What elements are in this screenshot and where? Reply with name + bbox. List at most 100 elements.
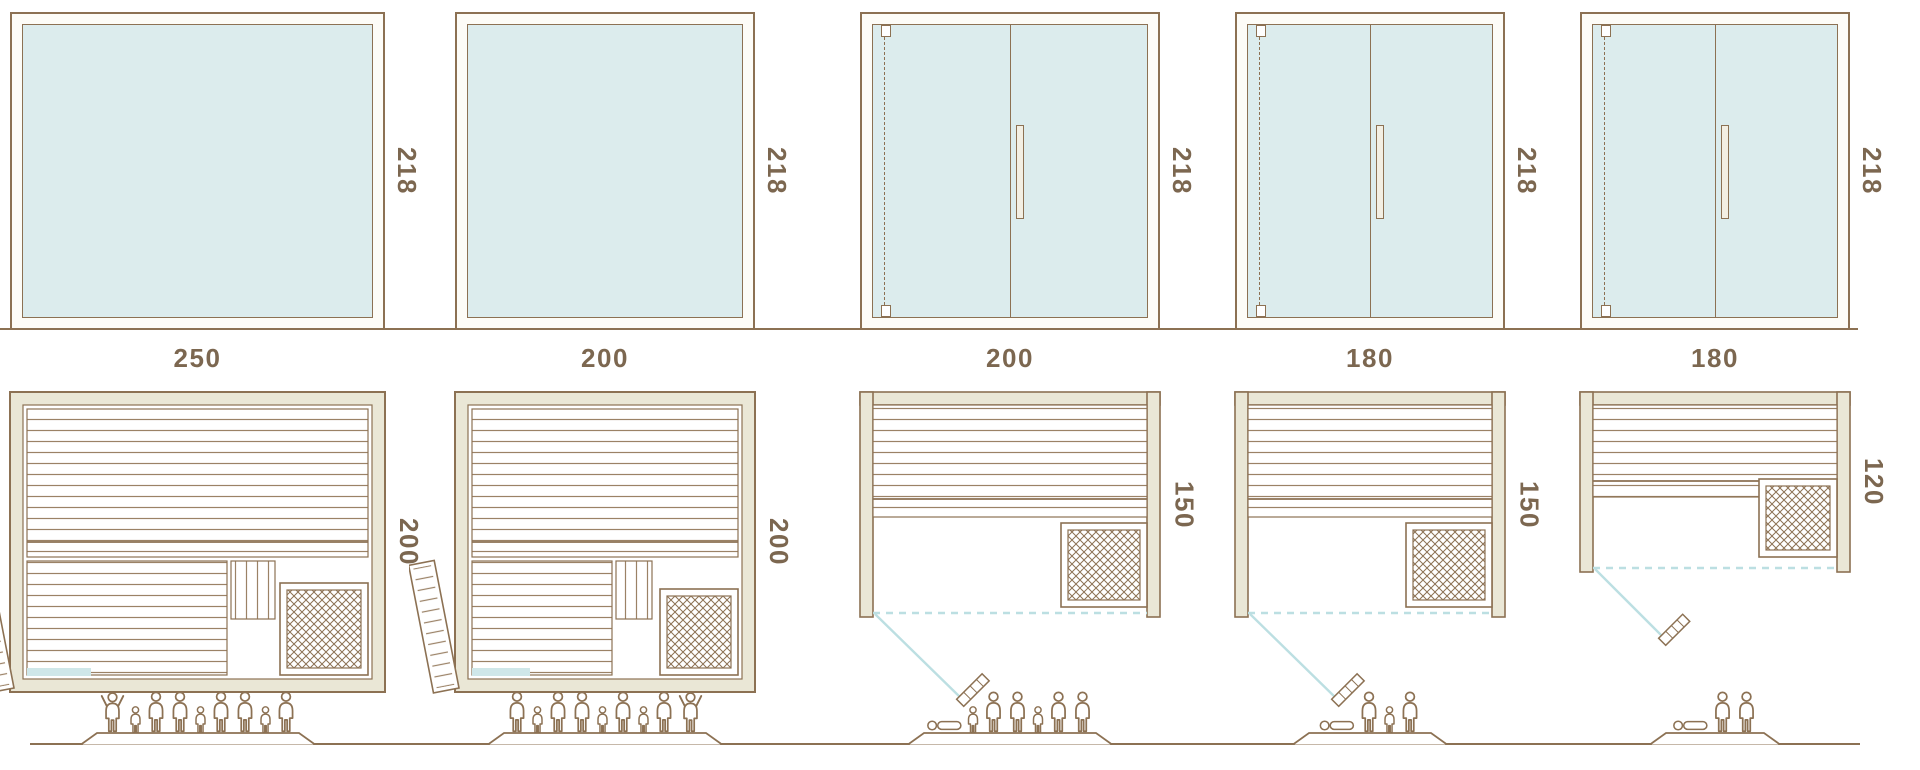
capacity-podium <box>487 732 723 745</box>
person-reclining-icon <box>1673 718 1709 733</box>
width-dimension: 180 <box>1346 343 1394 373</box>
door-hinge-dashed-line <box>1604 27 1605 315</box>
door-handle <box>1721 125 1729 219</box>
capacity-group <box>507 690 704 733</box>
person-adult-icon <box>234 691 255 733</box>
person-child-icon <box>531 706 545 733</box>
capacity-podium <box>1292 732 1448 745</box>
door-hinge-bottom-icon <box>881 305 891 317</box>
double-glass-door <box>1247 24 1493 318</box>
door-threshold-accent <box>27 668 91 676</box>
person-adult-icon <box>1072 691 1093 733</box>
person-arms-up-icon <box>99 690 125 733</box>
width-dimension: 200 <box>581 343 629 373</box>
door-leaf-icon <box>955 672 991 708</box>
front-elevation <box>1580 12 1850 330</box>
height-dimension: 218 <box>392 147 422 195</box>
front-elevation <box>860 12 1160 330</box>
open-door-leaf <box>409 559 460 694</box>
capacity-podium <box>1649 732 1781 745</box>
floor-plan <box>409 391 756 694</box>
person-child-icon <box>128 706 142 733</box>
person-adult-icon <box>1736 691 1757 733</box>
width-dimension: 200 <box>986 343 1034 373</box>
person-child-icon <box>637 706 651 733</box>
person-adult-icon <box>1007 691 1028 733</box>
width-dimension: 180 <box>1691 343 1739 373</box>
door-swing-line <box>1249 613 1339 701</box>
height-dimension: 218 <box>762 147 792 195</box>
person-adult-icon <box>983 691 1004 733</box>
door-leaf-icon <box>1330 672 1366 708</box>
person-adult-icon <box>145 691 166 733</box>
person-adult-icon <box>572 691 593 733</box>
person-adult-icon <box>1712 691 1733 733</box>
glass-panel <box>22 24 373 318</box>
person-child-icon <box>258 706 272 733</box>
person-adult-icon <box>169 691 190 733</box>
door-split-line <box>1370 25 1371 317</box>
door-split-line <box>1010 25 1011 317</box>
door-hinge-dashed-line <box>884 27 885 315</box>
capacity-group <box>99 690 296 733</box>
double-glass-door <box>1592 24 1838 318</box>
capacity-podium <box>907 732 1113 745</box>
door-leaf-icon <box>1657 613 1691 647</box>
person-adult-icon <box>548 691 569 733</box>
door-hinge-dashed-line <box>1259 27 1260 315</box>
person-adult-icon <box>1048 691 1069 733</box>
height-dimension: 218 <box>1857 147 1887 195</box>
door-swing-line <box>1594 568 1666 640</box>
door-hinge-top-icon <box>1601 25 1611 37</box>
person-adult-icon <box>275 691 296 733</box>
person-arms-up-icon <box>678 690 704 733</box>
person-adult-icon <box>507 691 528 733</box>
capacity-podium <box>79 732 316 745</box>
door-swing-line <box>874 613 964 701</box>
person-reclining-icon <box>927 718 963 733</box>
capacity-group <box>1320 691 1421 733</box>
model-column-250x200: 218 250 200 <box>0 0 424 770</box>
person-child-icon <box>1383 706 1397 733</box>
door-hinge-bottom-icon <box>1601 305 1611 317</box>
door-hinge-top-icon <box>881 25 891 37</box>
front-elevation <box>1235 12 1505 330</box>
depth-dimension: 150 <box>1169 481 1200 529</box>
door-handle <box>1376 125 1384 219</box>
person-child-icon <box>193 706 207 733</box>
person-adult-icon <box>613 691 634 733</box>
person-reclining-icon <box>1320 718 1356 733</box>
double-glass-door <box>872 24 1148 318</box>
model-column-200x200: 218 200 200 <box>409 0 794 770</box>
width-dimension: 250 <box>173 343 222 373</box>
height-dimension: 218 <box>1167 147 1197 195</box>
door-hinge-top-icon <box>1256 25 1266 37</box>
front-elevation <box>455 12 755 330</box>
capacity-group <box>927 691 1093 733</box>
depth-dimension: 150 <box>1514 481 1545 529</box>
floor-plan <box>859 391 1161 708</box>
door-handle <box>1016 125 1024 219</box>
glass-panel <box>467 24 743 318</box>
floor-plan <box>0 391 386 694</box>
model-column-200x150: 218 200 150 <box>859 0 1200 770</box>
height-dimension: 218 <box>1512 147 1542 195</box>
person-adult-icon <box>654 691 675 733</box>
open-door-leaf <box>0 559 15 694</box>
door-threshold-accent <box>472 668 530 676</box>
door-hinge-bottom-icon <box>1256 305 1266 317</box>
model-column-180x120: 218 180 120 <box>1579 0 1889 770</box>
person-adult-icon <box>1359 691 1380 733</box>
floor-plan <box>1234 391 1506 708</box>
person-child-icon <box>1031 706 1045 733</box>
door-split-line <box>1715 25 1716 317</box>
depth-dimension: 120 <box>1859 458 1889 506</box>
person-child-icon <box>596 706 610 733</box>
person-adult-icon <box>210 691 231 733</box>
person-adult-icon <box>1400 691 1421 733</box>
front-elevation <box>10 12 385 330</box>
capacity-group <box>1673 691 1757 733</box>
floor-plan <box>1579 391 1851 647</box>
model-column-180x150: 218 180 150 <box>1234 0 1545 770</box>
